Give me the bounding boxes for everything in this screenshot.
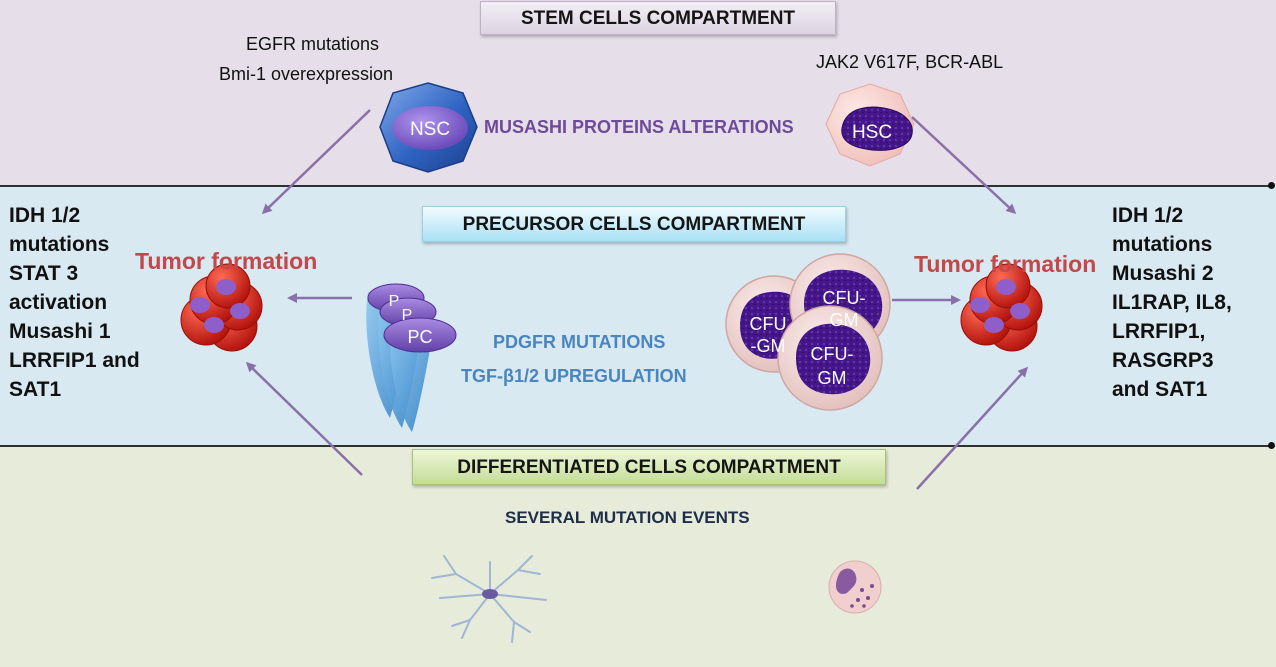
cfu-label-front-line1: CFU- bbox=[811, 344, 854, 364]
right-mutation-list: IDH 1/2 mutations Musashi 2 IL1RAP, IL8,… bbox=[1112, 201, 1232, 404]
right-mutation-line: and SAT1 bbox=[1112, 378, 1208, 401]
cfu-label-back-line1: CFU bbox=[750, 314, 787, 334]
nsc-cell bbox=[379, 82, 478, 173]
tumor-formation-left-label: Tumor formation bbox=[135, 248, 318, 274]
right-mutation-line: IL1RAP, IL8, bbox=[1112, 291, 1232, 314]
arrows bbox=[245, 109, 1029, 490]
astrocyte-cell bbox=[431, 555, 547, 643]
tumor-cluster-left bbox=[180, 263, 263, 352]
left-mutation-line: activation bbox=[9, 291, 108, 314]
right-mutation-line: Musashi 2 bbox=[1112, 262, 1214, 285]
cfu-label-front-line2: GM bbox=[818, 368, 847, 388]
tumor-formation-right-label: Tumor formation bbox=[914, 251, 1097, 277]
arrow-nsc-to-tumor bbox=[261, 109, 371, 215]
pc-label-back: P bbox=[389, 293, 400, 310]
neutrophil-cell bbox=[828, 560, 882, 614]
left-mutation-list: IDH 1/2 mutations STAT 3 activation Musa… bbox=[9, 201, 140, 404]
tumor-cluster-right bbox=[960, 263, 1043, 352]
divider-line-top bbox=[0, 182, 1275, 189]
cfu-label-top-line1: CFU- bbox=[823, 288, 866, 308]
left-mutation-line: Musashi 1 bbox=[9, 320, 111, 343]
pdgfr-mutations-label: PDGFR MUTATIONS bbox=[493, 332, 666, 352]
egfr-mutations-label: EGFR mutations bbox=[246, 34, 380, 54]
right-mutation-line: RASGRP3 bbox=[1112, 349, 1214, 372]
precursor-compartment-title: PRECURSOR CELLS COMPARTMENT bbox=[422, 206, 846, 242]
tgf-upregulation-label: TGF-β1/2 UPREGULATION bbox=[461, 366, 687, 386]
left-mutation-line: mutations bbox=[9, 233, 110, 256]
cfu-gm-cells bbox=[725, 253, 891, 411]
musashi-alterations-label: MUSASHI PROTEINS ALTERATIONS bbox=[484, 117, 794, 137]
left-mutation-line: STAT 3 bbox=[9, 262, 79, 285]
left-mutation-line: LRRFIP1 and bbox=[9, 349, 140, 372]
right-mutation-line: LRRFIP1, bbox=[1112, 320, 1206, 343]
right-mutation-line: mutations bbox=[1112, 233, 1213, 256]
left-mutation-line: IDH 1/2 bbox=[9, 204, 81, 227]
pc-label-front: PC bbox=[407, 327, 432, 347]
cfu-label-top-line2: GM bbox=[830, 310, 859, 330]
pc-cell-stack bbox=[366, 283, 457, 432]
stem-compartment-title: STEM CELLS COMPARTMENT bbox=[480, 1, 836, 35]
hsc-cell bbox=[825, 83, 915, 167]
divider-line-bottom bbox=[0, 442, 1275, 449]
several-mutation-events-label: SEVERAL MUTATION EVENTS bbox=[505, 508, 750, 527]
arrow-diff-to-tumor-left bbox=[245, 361, 363, 476]
nsc-label: NSC bbox=[410, 119, 450, 140]
left-mutation-line: SAT1 bbox=[9, 378, 62, 401]
right-mutation-line: IDH 1/2 bbox=[1112, 204, 1184, 227]
arrow-diff-to-tumor-right bbox=[916, 366, 1029, 490]
differentiated-compartment-title: DIFFERENTIATED CELLS COMPARTMENT bbox=[412, 449, 886, 485]
pc-label-mid: P bbox=[402, 307, 413, 324]
arrow-hsc-to-tumor bbox=[911, 116, 1017, 215]
jak2-bcr-abl-label: JAK2 V617F, BCR-ABL bbox=[816, 52, 1004, 72]
hsc-label: HSC bbox=[852, 122, 892, 143]
bmi1-overexpression-label: Bmi-1 overexpression bbox=[219, 64, 394, 84]
cfu-label-back-line2: -GM bbox=[751, 336, 786, 356]
